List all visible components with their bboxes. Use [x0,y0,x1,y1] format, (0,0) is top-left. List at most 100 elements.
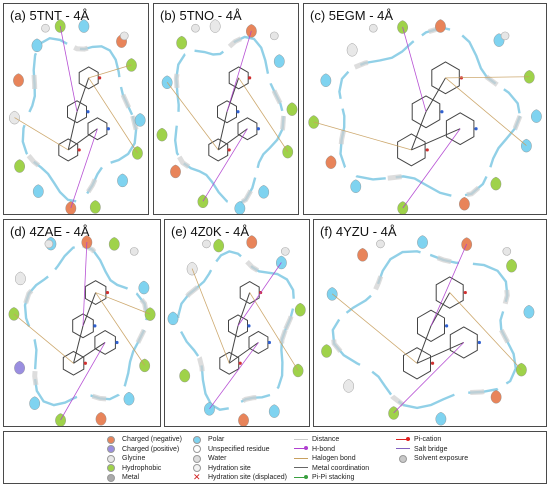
halogen-bond-line [88,77,138,154]
ligand-atom [115,340,119,345]
residue-node [357,248,368,262]
residue-node [134,113,146,127]
legend-symbol [104,454,118,463]
legend-item: Pi-cation [396,435,441,444]
residue-node [459,196,470,211]
solvent-exposure-marker [270,31,279,41]
residue-node [258,185,270,199]
residue-node [308,115,320,129]
legend-item: H-bond [294,445,335,454]
pocket-contour [338,26,522,199]
legend-label: Hydrophobic [122,464,162,472]
residue-node [282,144,294,159]
solvent-exposure-shade [336,25,523,200]
residue-node [346,43,358,57]
residue-node [325,155,337,169]
h-bond-line [237,262,282,327]
residue-node [14,360,25,375]
ligand-atom [425,148,429,152]
legend-label: Salt bridge [414,445,448,453]
legend-label: Pi-Pi stacking [312,474,355,481]
h-bond-line [60,342,106,421]
residue-node [326,287,338,301]
halogen-bond-line [88,64,132,79]
halogen-bond-line [249,292,299,371]
solvent-exposure-marker [129,247,139,256]
legend-symbol [104,435,118,444]
legend-symbol [190,445,204,453]
h-bond-line [430,243,468,326]
panel-b-5tno: (b) 5TNO - 4Å [153,3,299,215]
ligand-atom [477,340,481,345]
residue-node [89,200,101,214]
h-bond-line [402,128,461,209]
ligand-ring [239,281,260,305]
ligand-atom [238,361,242,365]
h-bond-line [226,30,252,112]
ligand-ring [403,347,431,380]
ligand-ring [417,309,445,342]
panel-d-4zae: (d) 4ZAE - 4Å [3,219,161,427]
residue-node [123,391,135,406]
legend: Charged (negative)Charged (positive)Glyc… [3,431,547,484]
ligand-ring [219,351,240,375]
ligand-ring [445,112,475,146]
legend-label: Hydration site (displaced) [208,474,287,481]
ligand-atom [86,110,90,114]
panel-title: (d) 4ZAE - 4Å [10,224,90,239]
panel-f-4yzu: (f) 4YZU - 4Å [313,219,547,427]
residue-node [238,413,249,426]
ligand-ring [87,117,108,141]
ligand-atom [83,361,87,365]
residue-node [8,307,20,321]
legend-item: ✕Hydration site (displaced) [190,472,287,482]
halogen-bond-line [13,313,74,364]
legend-item: Water [190,454,226,463]
legend-item: Distance [294,435,339,444]
solvent-exposure-marker [500,31,510,41]
legend-item: Metal coordination [294,464,369,473]
ligand-ring [67,100,87,124]
ligand-ring [58,138,79,162]
interaction-diagram [308,19,542,214]
solvent-exposure-marker [368,23,378,33]
pocket-contour [23,243,149,407]
ligand-atom [430,361,435,365]
ligand-atom [474,127,478,131]
residue-node [31,38,43,52]
residue-node [14,159,25,173]
solvent-exposure-marker [44,239,54,249]
ligand-atom [267,340,271,345]
residue-node [139,358,151,373]
ligand-ring [435,276,464,309]
residue-node [179,368,191,383]
halogen-bond-line [95,292,151,315]
residue-node [170,164,181,179]
residue-node [246,235,258,249]
panel-title: (a) 5TNT - 4Å [10,8,90,23]
ligand-bond [82,292,97,327]
residue-node [156,127,168,142]
ligand-ring [78,66,99,90]
residue-node [388,406,399,420]
legend-item: Polar [190,435,224,444]
residue-node [435,411,447,426]
ligand-ring [431,61,460,95]
legend-label: Charged (positive) [122,445,180,453]
ligand-ring [217,100,237,124]
interaction-diagram [8,235,156,426]
residue-node [234,201,246,214]
panel-title: (e) 4Z0K - 4Å [171,224,250,239]
legend-label: Distance [312,436,340,443]
legend-label: Solvent exposure [414,455,469,462]
interaction-diagram [167,235,306,426]
legend-item: Unspecified residue [190,445,269,454]
interaction-diagram [321,235,535,426]
ligand-bond [416,342,464,364]
legend-label: Charged (negative) [122,436,182,443]
ligand-bond [67,128,98,151]
residue-node [213,238,224,253]
pocket-contour [21,36,138,203]
ligand [397,61,478,167]
ligand-atom [236,110,240,114]
